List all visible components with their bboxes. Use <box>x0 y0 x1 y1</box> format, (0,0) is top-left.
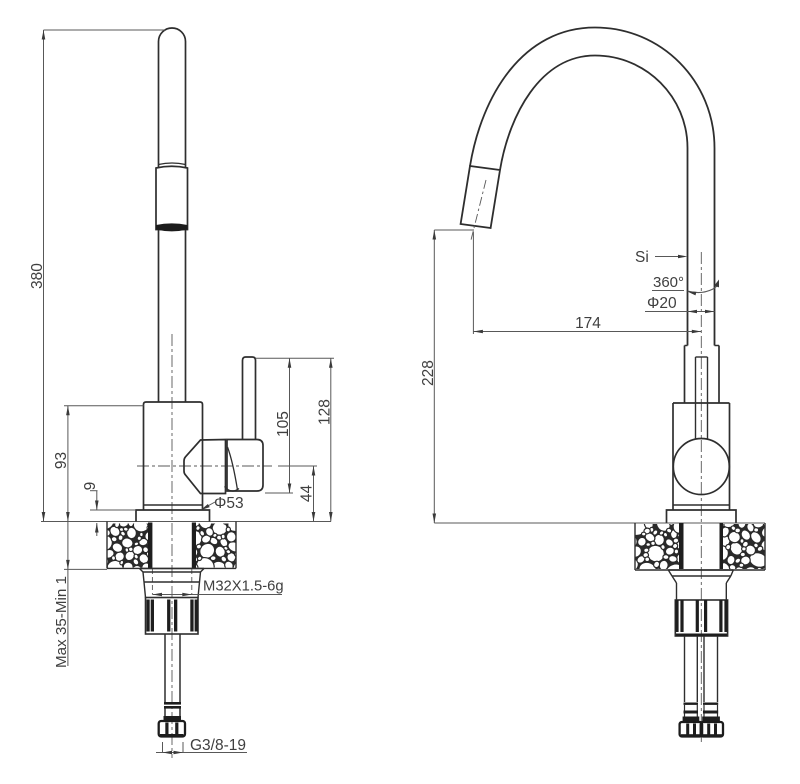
svg-text:M32X1.5-6g: M32X1.5-6g <box>203 579 284 595</box>
svg-text:Φ53: Φ53 <box>214 495 244 512</box>
svg-text:228: 228 <box>420 360 437 386</box>
svg-text:128: 128 <box>317 399 334 425</box>
svg-text:9: 9 <box>82 482 99 491</box>
svg-text:380: 380 <box>29 263 46 289</box>
svg-text:G3/8-19: G3/8-19 <box>190 737 246 754</box>
svg-text:93: 93 <box>53 452 70 469</box>
svg-text:174: 174 <box>575 315 601 332</box>
svg-text:44: 44 <box>299 485 316 503</box>
svg-text:105: 105 <box>275 411 292 437</box>
svg-text:Φ20: Φ20 <box>647 295 677 312</box>
svg-text:Si: Si <box>635 249 649 266</box>
svg-text:Max 35-Min 1: Max 35-Min 1 <box>53 576 70 668</box>
svg-text:360°: 360° <box>653 274 684 291</box>
